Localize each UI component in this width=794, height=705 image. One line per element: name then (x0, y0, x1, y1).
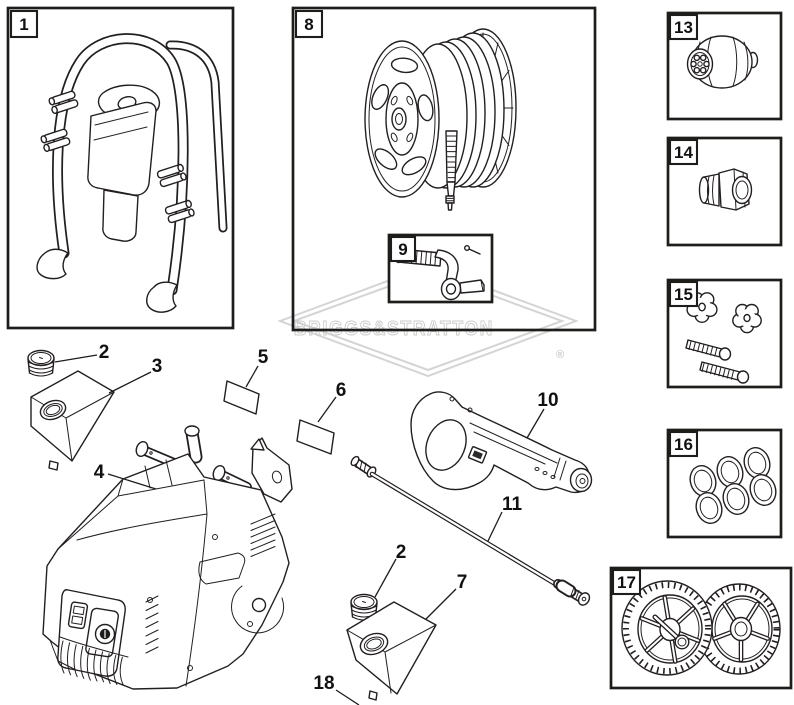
part-number-plate-13[interactable] (668, 13, 699, 41)
part-number-14[interactable]: 14 (674, 143, 693, 162)
spray-wand-drawing (350, 455, 591, 606)
part-number-16[interactable]: 16 (674, 435, 693, 454)
callout-7[interactable]: 7 (457, 572, 468, 593)
registered-mark: ® (556, 349, 564, 361)
decal-6-drawing (296, 419, 335, 455)
part-number-9[interactable]: 9 (398, 240, 407, 259)
hose-reel-drawing (364, 28, 517, 211)
panel-8: 8 (291, 6, 597, 332)
panel-15: 15 (666, 278, 783, 389)
fitting-drawing (698, 168, 753, 211)
spray-gun-drawing (410, 391, 593, 494)
part-number-plate-16[interactable] (668, 430, 699, 458)
callout-2-top[interactable]: 2 (99, 342, 110, 363)
panel-9: 9 (387, 233, 494, 304)
panel-14: 14 (666, 136, 783, 247)
tank-cap-top-drawing (27, 349, 55, 377)
part-number-8[interactable]: 8 (304, 15, 313, 34)
panel-16: 16 (666, 428, 783, 539)
wheel-pair-drawing (621, 580, 781, 676)
part-number-plate-15[interactable] (668, 280, 699, 308)
part-number-1[interactable]: 1 (19, 15, 28, 34)
panel-17: 17 (609, 566, 793, 690)
callout-3[interactable]: 3 (152, 356, 163, 377)
part-number-17[interactable]: 17 (617, 573, 636, 592)
panel-13: 13 (666, 11, 783, 121)
leader-lines (54, 354, 545, 705)
knob-drawing (686, 35, 759, 89)
panel-1: 1 (6, 6, 235, 330)
callout-2-bottom[interactable]: 2 (396, 542, 407, 563)
detergent-tank-3-drawing (30, 370, 115, 471)
part-number-plate-1[interactable] (9, 9, 39, 39)
tank-cap-bottom-drawing (350, 593, 378, 621)
part-number-13[interactable]: 13 (674, 18, 693, 37)
decal-5-drawing (223, 380, 260, 415)
part-number-plate-17[interactable] (611, 568, 642, 596)
part-number-plate-14[interactable] (668, 138, 699, 166)
handle-frame-drawing (36, 33, 228, 313)
detergent-tank-7-drawing (346, 601, 437, 701)
callout-10[interactable]: 10 (537, 390, 558, 411)
part-number-15[interactable]: 15 (674, 285, 693, 304)
part-number-plate-8[interactable] (294, 9, 324, 39)
o-ring-set-drawing (689, 447, 777, 524)
callout-6[interactable]: 6 (336, 380, 347, 401)
callout-4[interactable]: 4 (94, 462, 105, 483)
callout-5[interactable]: 5 (258, 347, 269, 368)
part-number-plate-9[interactable] (389, 235, 417, 263)
callout-18[interactable]: 18 (313, 673, 334, 694)
panel-8-frame (291, 6, 597, 332)
callout-numbers: 2 3 4 5 6 10 11 2 7 18 (94, 342, 559, 694)
callout-11[interactable]: 11 (502, 494, 523, 515)
pressure-washer-unit-drawing (42, 425, 293, 690)
